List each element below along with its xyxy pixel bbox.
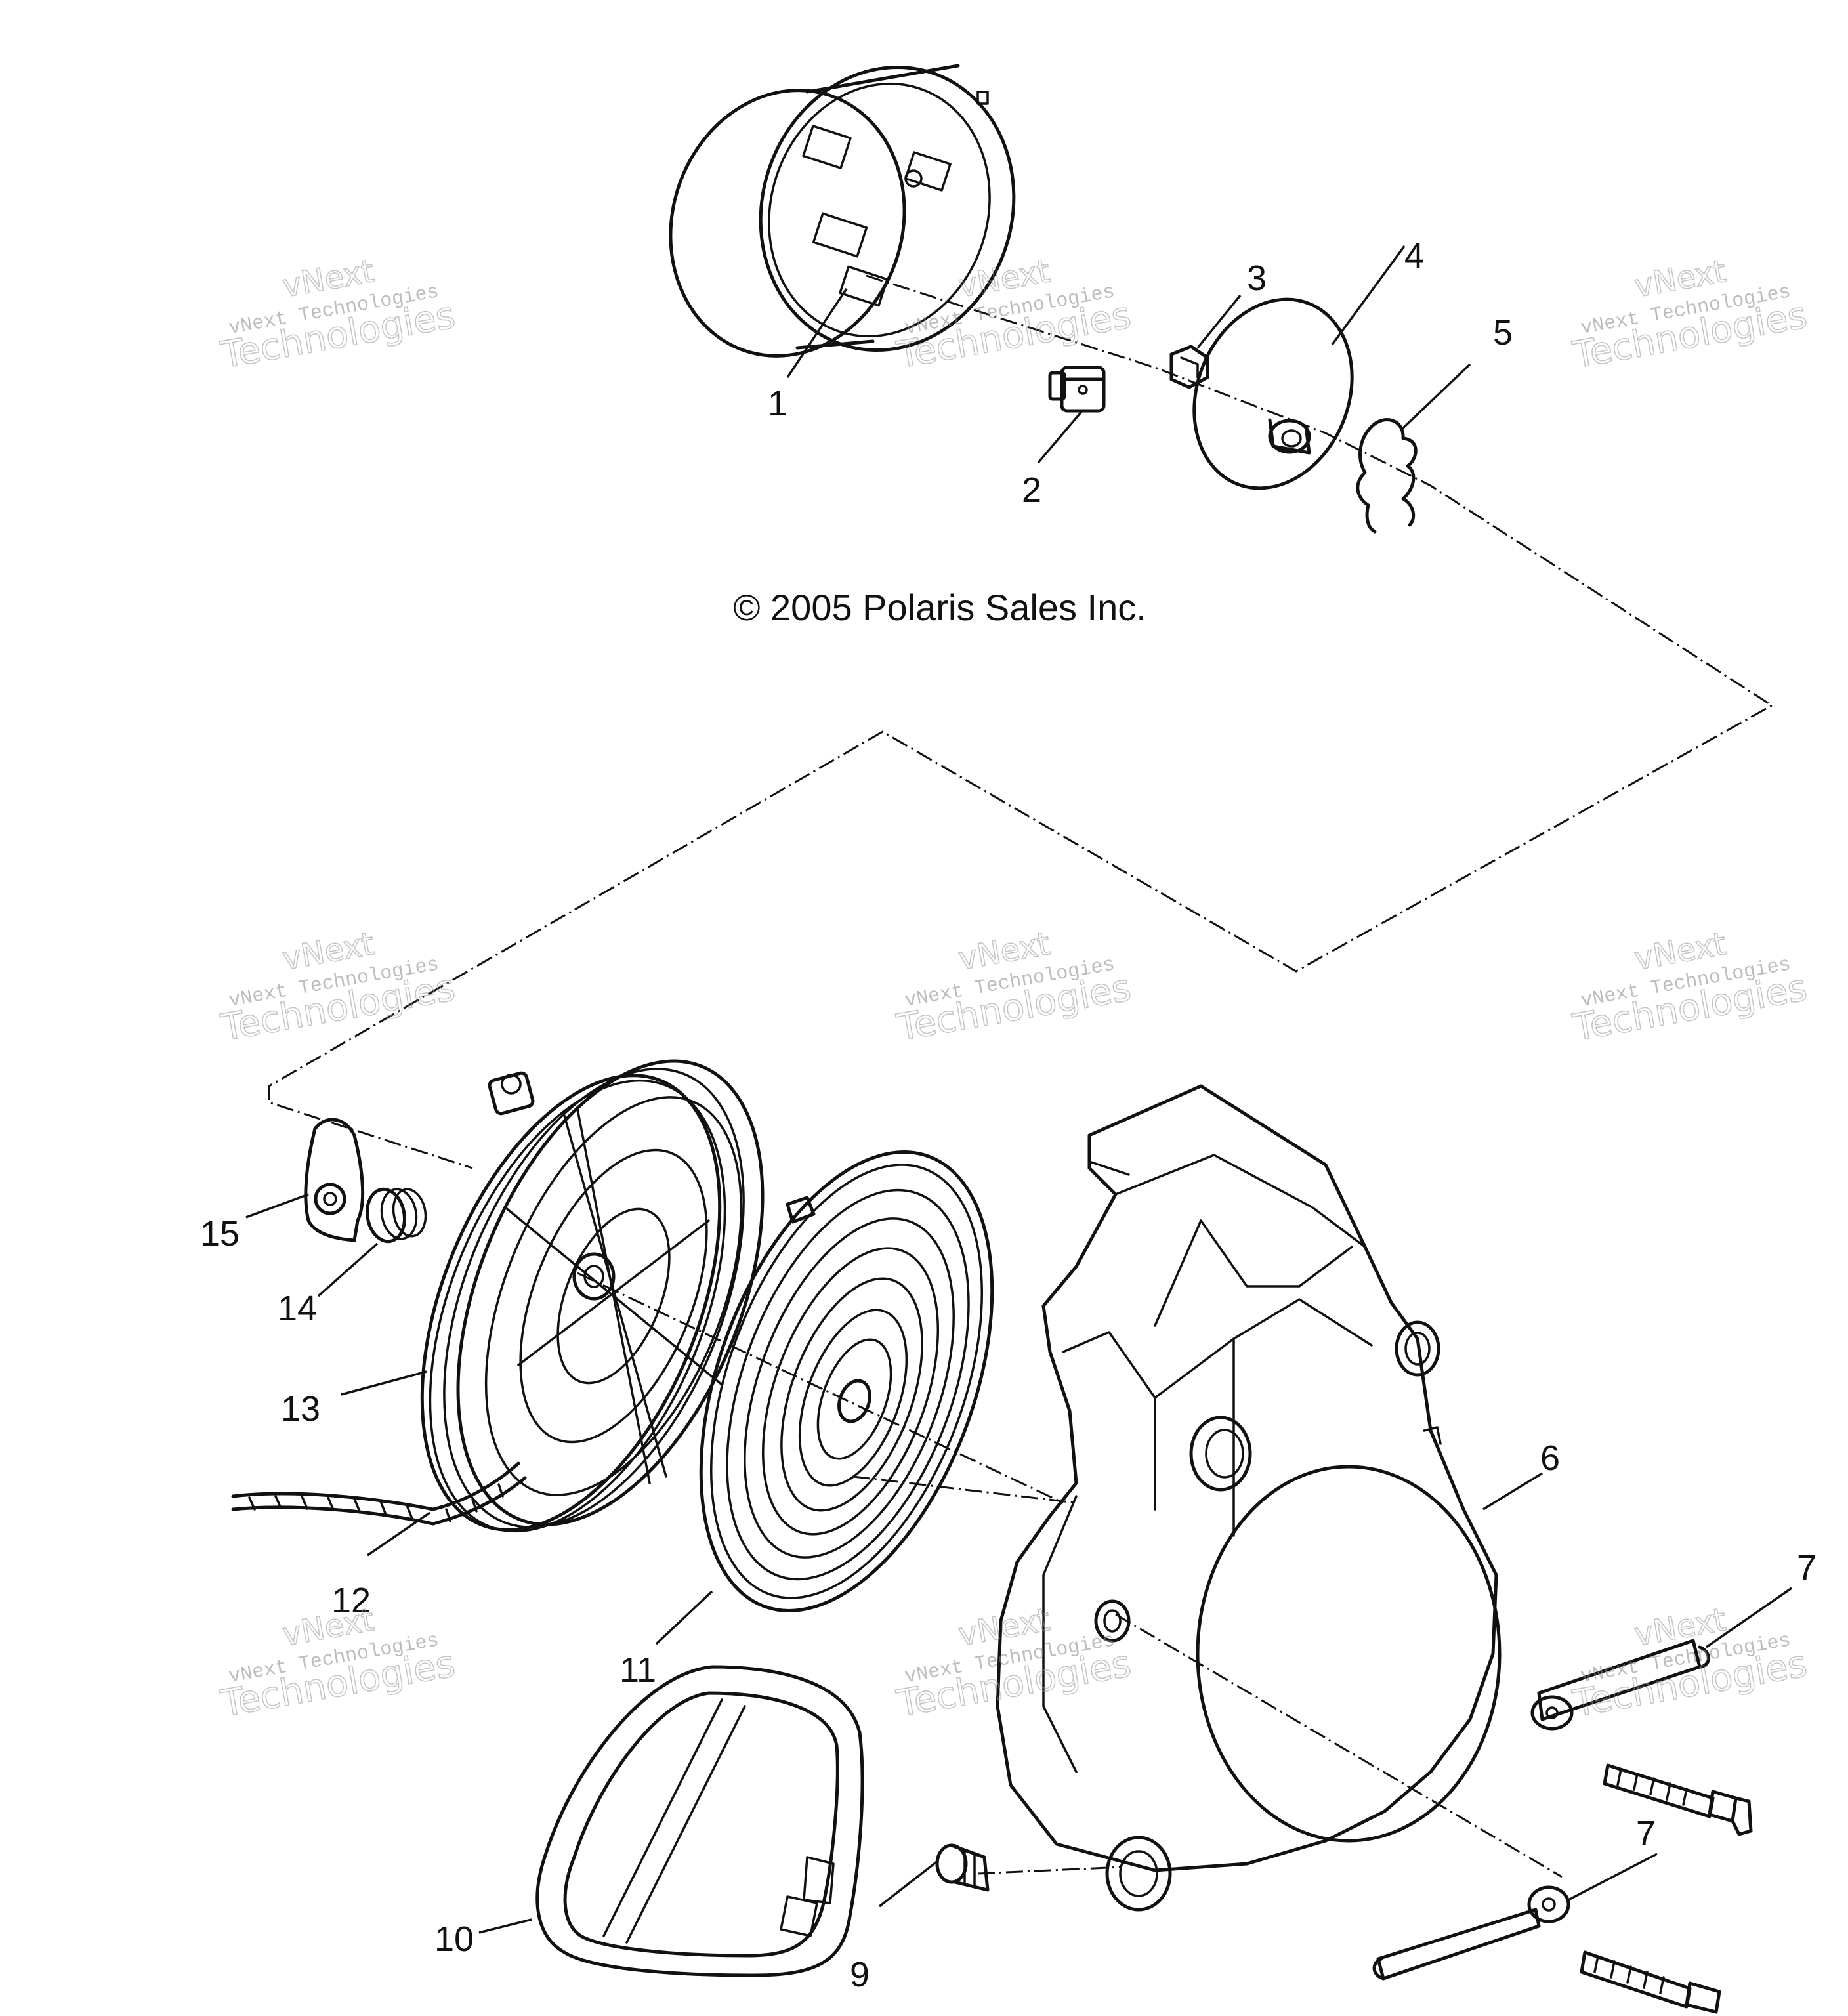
part-7-bolt-lower [1372, 1885, 1721, 2014]
part-9-bushing [935, 1843, 990, 1892]
callout-5: 5 [1493, 313, 1513, 352]
part-5-clip [1356, 418, 1418, 534]
watermarks: vNext vNext Technologies Technologies vN… [217, 252, 1811, 1726]
part-7-bolt-and-washer [1530, 1639, 1753, 1836]
leader-lines [245, 245, 1792, 1934]
part-13-recoil-pulley [420, 1059, 765, 1533]
callout-4: 4 [1404, 236, 1424, 276]
callout-12: 12 [331, 1581, 371, 1620]
callout-6: 6 [1540, 1438, 1560, 1478]
watermark: vNext vNext Technologies Technologies [893, 252, 1135, 377]
part-4-pulley-plate [1192, 297, 1354, 490]
watermark: vNext vNext Technologies Technologies [893, 925, 1135, 1050]
callout-15: 15 [200, 1214, 240, 1253]
callout-7-upper: 7 [1797, 1548, 1816, 1587]
part-12-rope [231, 1461, 527, 1526]
callout-1: 1 [768, 384, 788, 423]
part-14-spring [366, 1187, 427, 1244]
part-1-starter-cup [669, 64, 1016, 358]
part-2-bolt [1048, 366, 1106, 413]
callout-11: 11 [620, 1650, 656, 1690]
part-10-handle [536, 1665, 864, 1977]
callout-14: 14 [278, 1289, 317, 1328]
part-3-nut [1169, 345, 1209, 389]
watermark: vNext vNext Technologies Technologies [1569, 252, 1811, 377]
callout-9: 9 [850, 1955, 870, 1994]
watermark: vNext vNext Technologies Technologies [1569, 925, 1811, 1050]
part-6-recoil-housing [996, 1084, 1502, 1912]
watermark: vNext vNext Technologies Technologies [217, 252, 459, 377]
callout-numbers: 1 2 3 4 5 6 7 7 9 10 11 12 13 14 15 [200, 236, 1816, 1994]
callout-10: 10 [434, 1920, 474, 1959]
callout-13: 13 [281, 1389, 320, 1429]
watermark: vNext vNext Technologies Technologies [217, 1601, 459, 1726]
watermark: vNext vNext Technologies Technologies [893, 1601, 1135, 1726]
callout-3: 3 [1247, 259, 1267, 298]
part-11-recoil-spring [699, 1150, 994, 1612]
callout-7-lower: 7 [1636, 1814, 1656, 1853]
copyright-notice: © 2005 Polaris Sales Inc. [733, 587, 1146, 628]
part-15-pawl [304, 1118, 365, 1242]
callout-2: 2 [1022, 471, 1041, 510]
watermark: vNext vNext Technologies Technologies [1569, 1601, 1811, 1726]
watermark: vNext vNext Technologies Technologies [217, 925, 459, 1050]
